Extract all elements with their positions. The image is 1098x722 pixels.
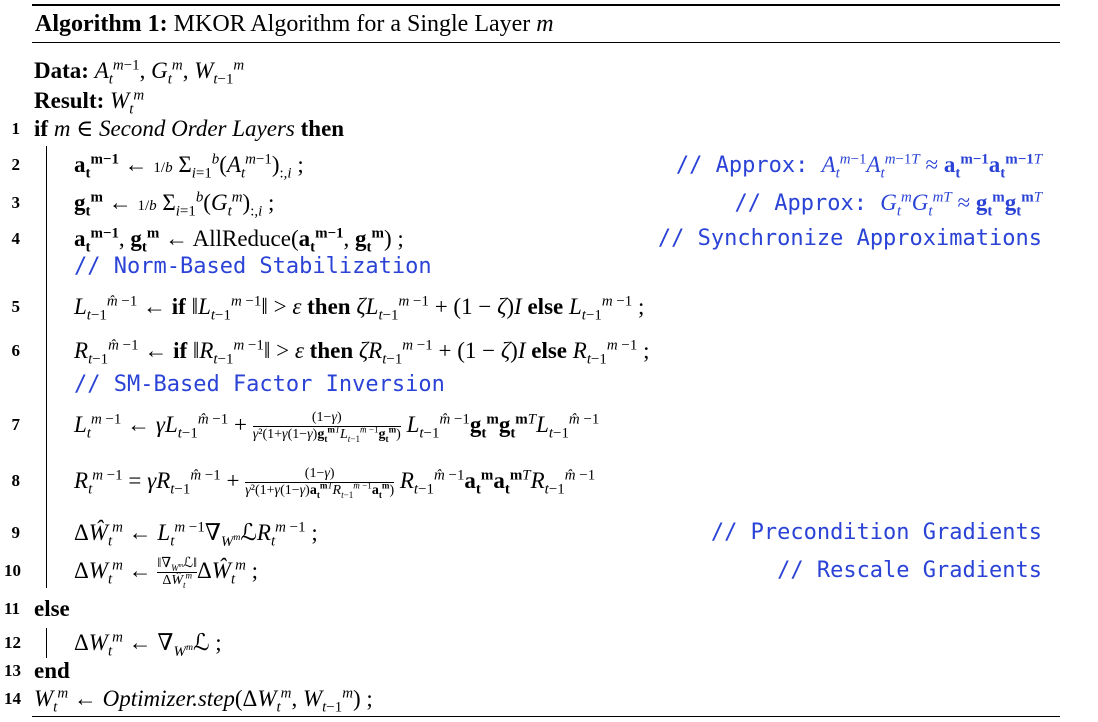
line-code: Lt−1m̂ −1 ← if ‖Lt−1m −1‖ > ε then ζLt−1…: [74, 293, 645, 324]
block-indent-bar: [46, 146, 47, 588]
line-number: 9: [11, 523, 21, 542]
algorithm-label: Algorithm 1:: [35, 11, 168, 37]
algo-line-1: 1 if m ∈ Second Order Layers then: [12, 112, 1060, 146]
line-number: 4: [11, 229, 21, 248]
line-number: 7: [11, 415, 21, 434]
algo-line-3: 3 gtm ← 1/b Σi=1b(Gtm):,i ; // Approx: G…: [12, 186, 1060, 220]
algo-line-5: 5 Lt−1m̂ −1 ← if ‖Lt−1m −1‖ > ε then ζLt…: [12, 290, 1060, 324]
result-value: Wtm: [110, 87, 145, 118]
line-number: 2: [11, 155, 21, 174]
line-code: Wtm ← Optimizer.step(ΔWtm, Wt−1m) ;: [34, 685, 373, 716]
line-number: 6: [11, 341, 21, 360]
line-code: Rt−1m̂ −1 ← if ‖Rt−1m −1‖ > ε then ζRt−1…: [74, 337, 650, 368]
data-label: Data:: [34, 58, 89, 83]
algo-comment-line: // SM-Based Factor Inversion: [32, 368, 1060, 402]
section-comment: // SM-Based Factor Inversion: [74, 372, 445, 397]
data-line: Data: Atm−1, Gtm, Wt−1m: [32, 54, 1060, 88]
result-label: Result:: [34, 88, 105, 113]
title-rule: [32, 42, 1060, 43]
algo-line-2: 2 atm−1 ← 1/b Σi=1b(Atm−1):,i ; // Appro…: [12, 148, 1060, 182]
algorithm-name: MKOR Algorithm for a Single Layer m: [173, 11, 554, 37]
algo-comment-line: // Norm-Based Stabilization: [32, 250, 1060, 284]
line-number: 3: [11, 193, 21, 212]
algo-line-14: 14 Wtm ← Optimizer.step(ΔWtm, Wt−1m) ;: [4, 682, 1060, 716]
line-code: Rtm −1 = γRt−1m̂ −1 + (1−γ)γ²(1+γ(1−γ)at…: [74, 466, 596, 501]
line-code: atm−1 ← 1/b Σi=1b(Atm−1):,i ;: [74, 151, 304, 182]
result-line: Result: Wtm: [32, 84, 1060, 118]
line-code: atm−1, gtm ← AllReduce(atm−1, gtm) ;: [74, 225, 404, 256]
line-number: 8: [11, 471, 21, 490]
line-number: 10: [4, 561, 21, 580]
line-comment: // Precondition Gradients: [710, 520, 1042, 545]
line-comment: // Rescale Gradients: [777, 558, 1042, 583]
algo-line-8: 8 Rtm −1 = γRt−1m̂ −1 + (1−γ)γ²(1+γ(1−γ)…: [12, 464, 1060, 504]
line-code: end: [34, 658, 70, 683]
line-comment: // Synchronize Approximations: [657, 226, 1042, 251]
line-code: gtm ← 1/b Σi=1b(Gtm):,i ;: [74, 189, 275, 220]
line-code: ΔŴtm ← Ltm −1∇WmℒRtm −1 ;: [74, 519, 318, 550]
algo-line-7: 7 Ltm −1 ← γLt−1m̂ −1 + (1−γ)γ²(1+γ(1−γ)…: [12, 408, 1060, 448]
data-value: Atm−1, Gtm, Wt−1m: [94, 57, 245, 88]
line-code: else: [34, 596, 70, 621]
line-number: 12: [4, 633, 21, 652]
algorithm-title: Algorithm 1: MKOR Algorithm for a Single…: [35, 10, 554, 38]
bottom-rule: [32, 716, 1060, 717]
top-rule: [32, 4, 1060, 6]
block-indent-bar: [46, 628, 47, 658]
line-number: 1: [11, 119, 21, 138]
algo-line-11: 11 else: [4, 592, 1060, 626]
algo-line-13: 13 end: [4, 654, 1060, 688]
algo-line-4: 4 atm−1, gtm ← AllReduce(atm−1, gtm) ; /…: [12, 222, 1060, 256]
algo-line-9: 9 ΔŴtm ← Ltm −1∇WmℒRtm −1 ; // Precondit…: [12, 516, 1060, 550]
section-comment: // Norm-Based Stabilization: [74, 254, 432, 279]
line-number: 5: [11, 297, 21, 316]
line-comment: // Approx: Atm−1Atm−1T ≈ atm−1atm−1T: [675, 151, 1042, 182]
line-code: ΔWtm ← ∇Wmℒ ;: [74, 629, 222, 660]
line-number: 13: [4, 661, 21, 680]
line-number: 11: [4, 599, 21, 618]
line-number: 14: [4, 689, 21, 708]
algo-line-12: 12 ΔWtm ← ∇Wmℒ ;: [4, 626, 1060, 660]
line-code: Ltm −1 ← γLt−1m̂ −1 + (1−γ)γ²(1+γ(1−γ)gt…: [74, 410, 600, 445]
line-code: if m ∈ Second Order Layers then: [34, 116, 345, 141]
line-comment: // Approx: GtmGtmT ≈ gtmgtmT: [734, 189, 1042, 220]
algo-line-6: 6 Rt−1m̂ −1 ← if ‖Rt−1m −1‖ > ε then ζRt…: [12, 334, 1060, 368]
